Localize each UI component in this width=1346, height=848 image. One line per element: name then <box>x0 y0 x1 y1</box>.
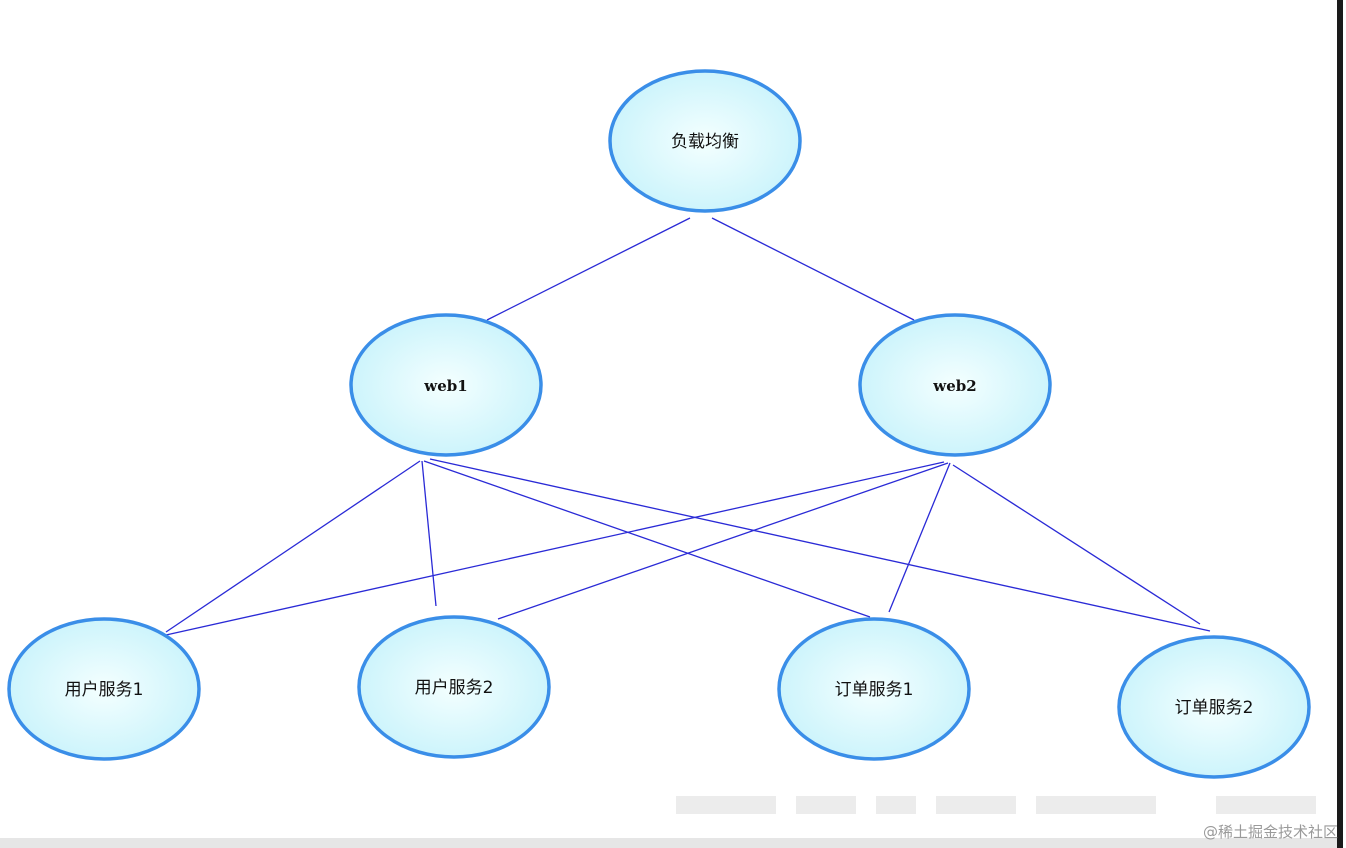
edge-lb-web2 <box>711 217 915 321</box>
node-label: 订单服务2 <box>1175 698 1254 718</box>
node-user2: 用户服务2 <box>357 615 551 759</box>
node-label: 用户服务1 <box>65 680 144 700</box>
edge-web2-order2 <box>952 464 1201 625</box>
bottom-strip <box>0 838 1337 848</box>
node-order1: 订单服务1 <box>777 617 971 761</box>
node-user1: 用户服务1 <box>7 617 201 761</box>
node-label: web2 <box>932 377 976 395</box>
blurred-caption-block <box>876 796 916 814</box>
edge-web1-user1 <box>165 460 421 633</box>
blurred-caption-block <box>676 796 776 814</box>
node-label: 用户服务2 <box>415 678 494 698</box>
node-ellipse <box>349 313 543 457</box>
node-web1: web1 <box>349 313 543 457</box>
edge-web2-order1 <box>888 462 951 613</box>
node-ellipse <box>858 313 1052 457</box>
node-order2: 订单服务2 <box>1117 635 1311 779</box>
nodes-layer: 负载均衡 web1 web2 用户服务1 用户服务2 订单服务1 订单服务2 <box>7 69 1311 779</box>
edge-web1-order1 <box>423 460 871 618</box>
blurred-caption-block <box>796 796 856 814</box>
node-lb: 负载均衡 <box>608 69 802 213</box>
edge-web1-order2 <box>429 458 1211 632</box>
node-ellipse <box>7 617 201 761</box>
node-ellipse <box>1117 635 1311 779</box>
node-ellipse <box>608 69 802 213</box>
edge-web2-user1 <box>165 461 945 636</box>
window-right-border <box>1337 0 1343 848</box>
node-label: web1 <box>423 377 467 395</box>
node-ellipse <box>777 617 971 761</box>
blurred-caption-block <box>936 796 1016 814</box>
edge-web1-user2 <box>421 460 437 607</box>
node-label: 负载均衡 <box>671 132 739 152</box>
watermark: @稀土掘金技术社区 <box>1202 823 1338 841</box>
edge-lb-web1 <box>486 217 691 321</box>
blurred-caption-block <box>1036 796 1156 814</box>
node-ellipse <box>357 615 551 759</box>
edge-web2-user2 <box>497 462 949 620</box>
node-web2: web2 <box>858 313 1052 457</box>
blurred-caption-block <box>1216 796 1316 814</box>
node-label: 订单服务1 <box>835 680 914 700</box>
edges-layer <box>165 217 1211 636</box>
